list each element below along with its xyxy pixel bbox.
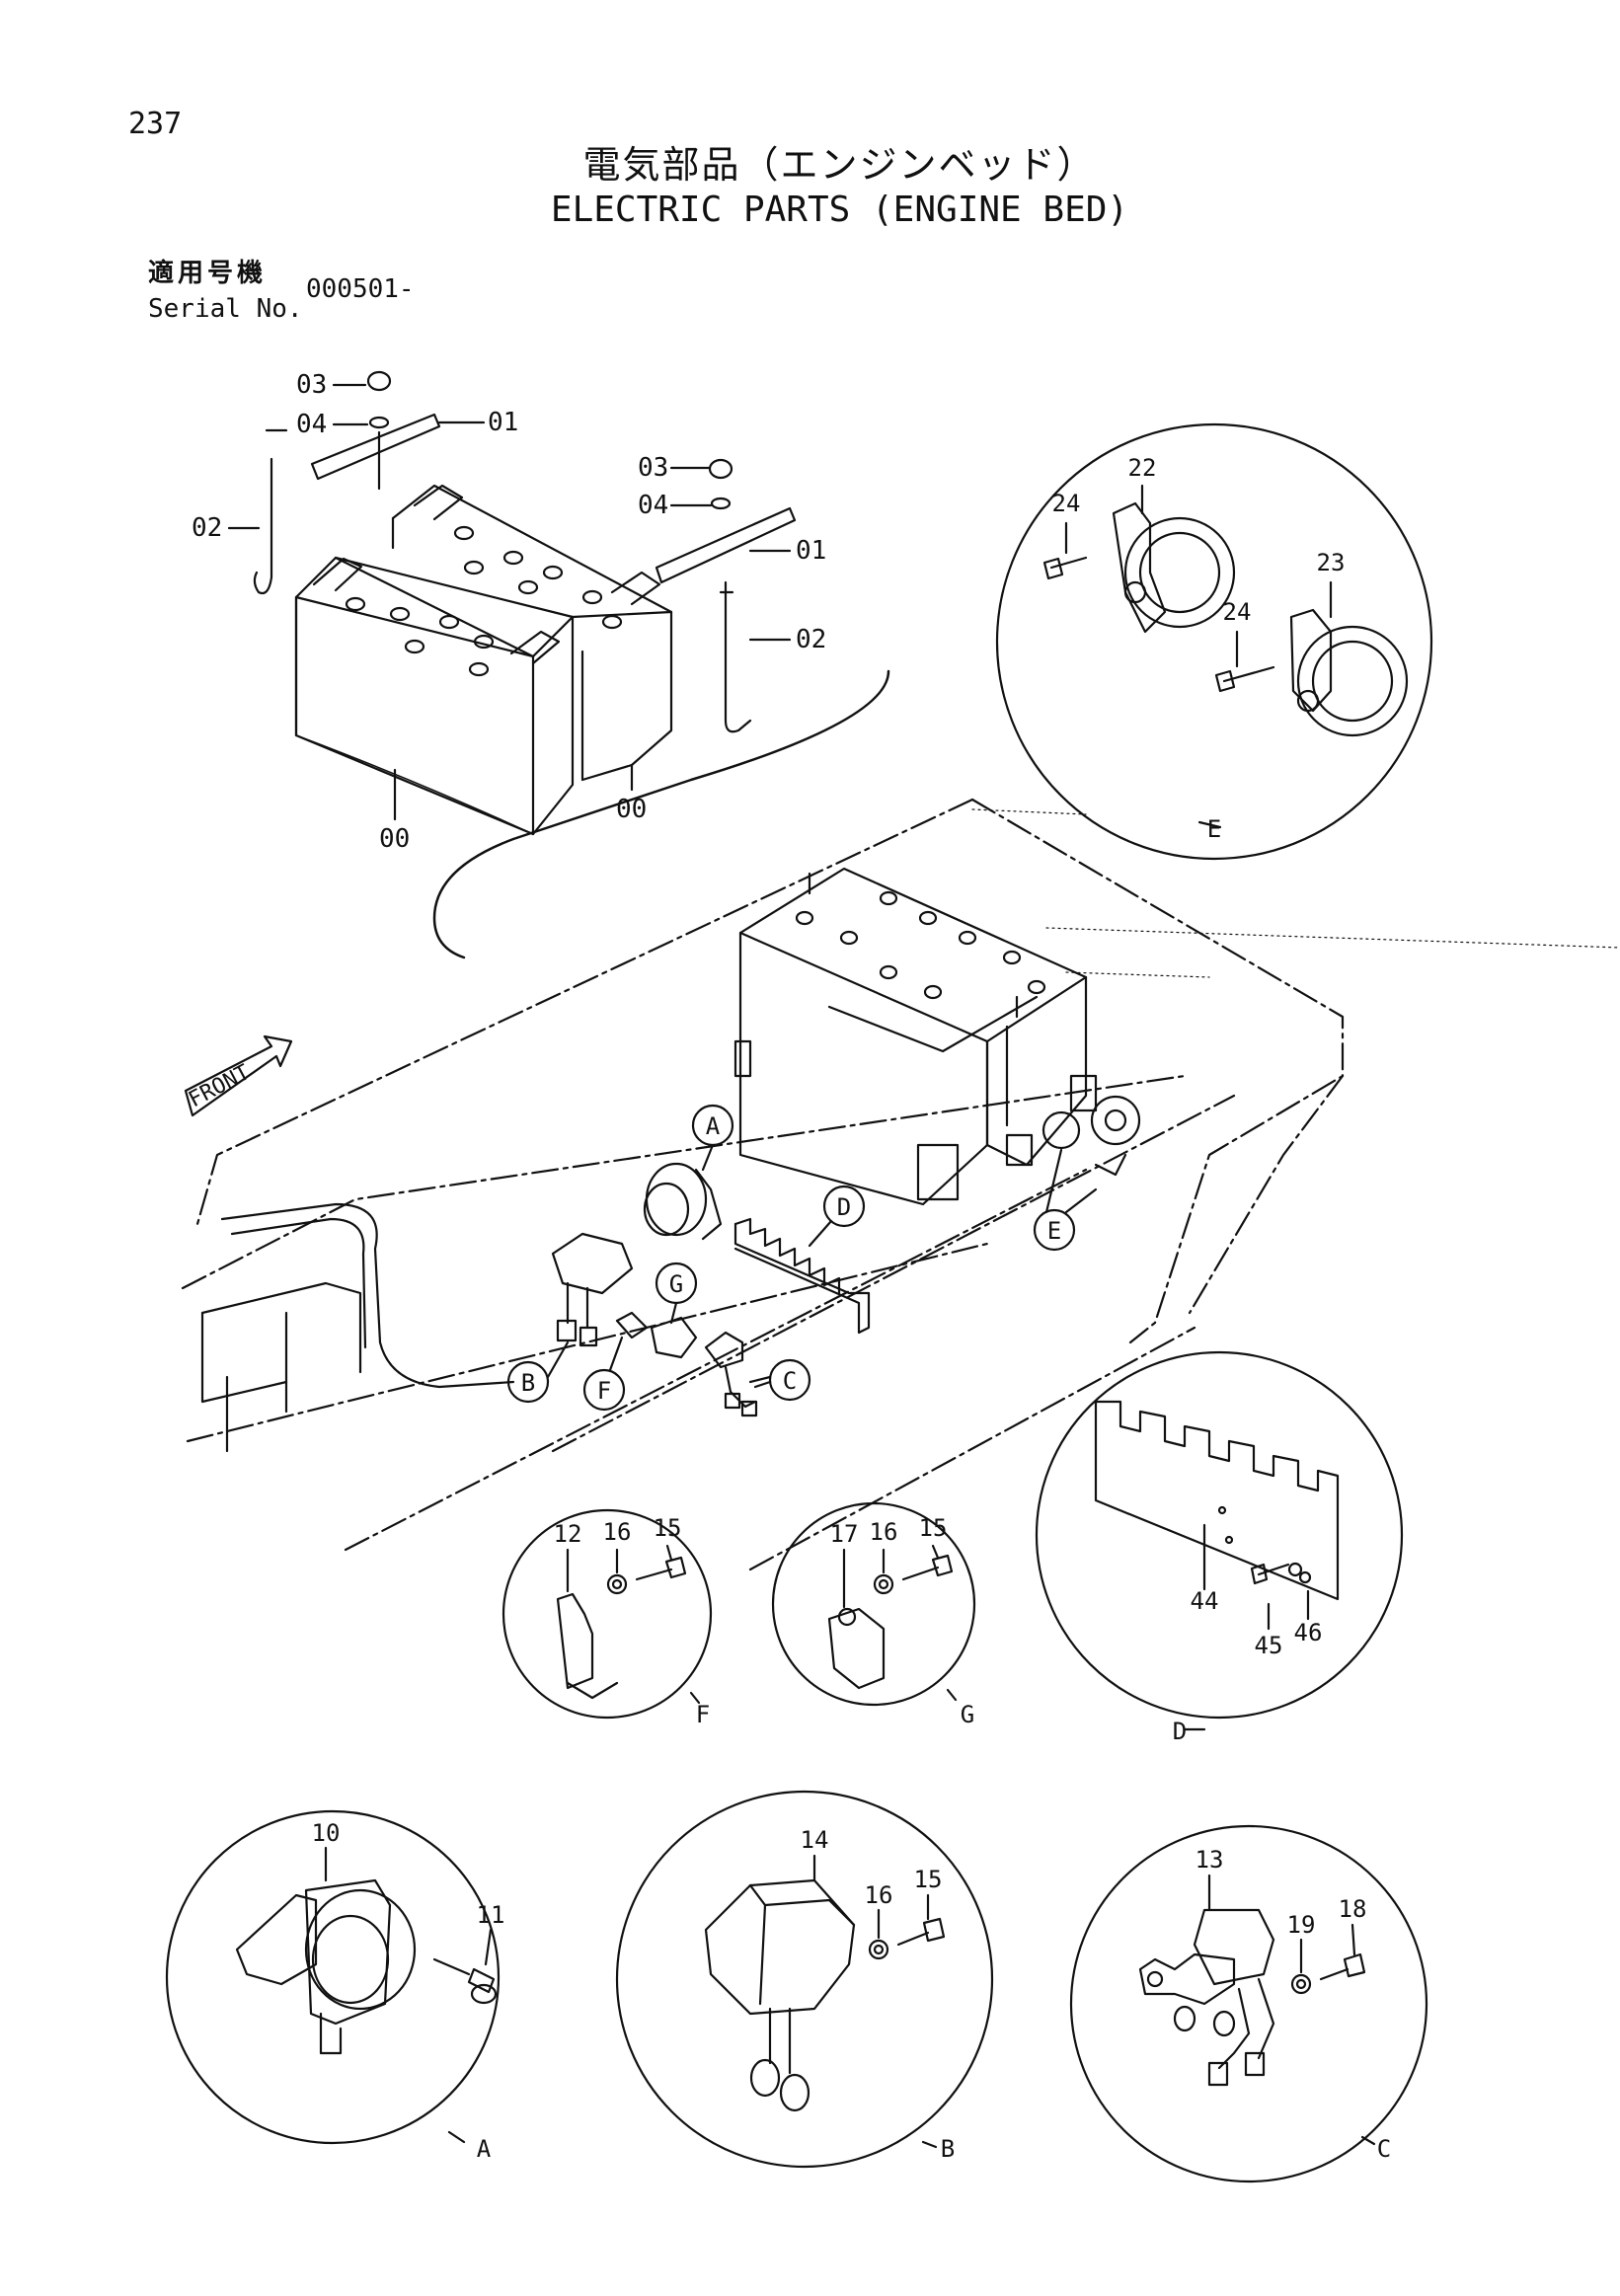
detail-e-labels: 22 23 24 24 E — [1052, 454, 1346, 843]
part-24-b: 24 — [1223, 598, 1252, 626]
marker-a-label: A — [706, 1112, 721, 1140]
component-a — [643, 1162, 723, 1241]
component-b — [551, 1232, 634, 1347]
installed-batteries — [733, 867, 1098, 1206]
callout-01-left: 01 — [488, 408, 518, 437]
callout-02-right: 02 — [796, 625, 826, 654]
part-13: 13 — [1196, 1846, 1224, 1874]
assembly-markers — [506, 1104, 1098, 1412]
part-24-a: 24 — [1052, 490, 1081, 517]
detail-b-labels: 14 16 15 B — [801, 1826, 956, 2163]
detail-g-label: G — [961, 1701, 974, 1728]
callout-00-battery-b: 00 — [616, 795, 647, 824]
detail-e-label: E — [1207, 815, 1221, 843]
battery-callout-labels: 03 04 01 02 03 04 01 02 00 00 — [192, 370, 826, 854]
marker-c — [768, 1358, 811, 1402]
callout-02-left: 02 — [192, 513, 222, 543]
part-44: 44 — [1191, 1587, 1219, 1615]
marker-d — [822, 1185, 866, 1228]
detail-view-d — [1035, 1350, 1404, 1731]
marker-f-label: F — [597, 1377, 611, 1405]
part-12: 12 — [554, 1520, 582, 1548]
detail-a-label: A — [477, 2135, 492, 2163]
part-15-f: 15 — [654, 1514, 682, 1542]
detail-view-e — [995, 422, 1433, 861]
hold-down-left — [253, 370, 441, 595]
marker-b-label: B — [521, 1369, 535, 1397]
detail-b-label: B — [941, 2135, 955, 2163]
part-16-b: 16 — [865, 1881, 893, 1909]
detail-c-label: C — [1377, 2135, 1391, 2163]
callout-03-left: 03 — [296, 370, 327, 400]
part-16-g: 16 — [870, 1518, 898, 1546]
hold-down-right — [655, 458, 797, 733]
detail-view-g — [771, 1501, 976, 1707]
part-15-b: 15 — [914, 1866, 943, 1893]
battery-exploded-view — [227, 370, 890, 959]
page-title-japanese: 電気部品（エンジンベッド） — [582, 143, 1097, 187]
detail-a-labels: 10 11 A — [312, 1819, 505, 2163]
marker-f — [582, 1368, 626, 1412]
serial-label: Serial No. — [148, 294, 303, 324]
battery-left — [294, 556, 575, 836]
installed-horns — [1041, 1095, 1141, 1177]
serial-number-value: 000501- — [306, 274, 415, 304]
detail-f-labels: 12 16 15 F — [554, 1514, 711, 1728]
part-15-g: 15 — [919, 1514, 948, 1542]
detail-d-label: D — [1173, 1718, 1187, 1745]
marker-g-label: G — [669, 1270, 683, 1298]
part-18: 18 — [1339, 1895, 1367, 1923]
detail-view-a — [165, 1809, 501, 2145]
detail-view-c — [1069, 1824, 1428, 2183]
detail-view-b — [615, 1790, 994, 2169]
marker-c-label: C — [783, 1367, 797, 1395]
callout-04-left: 04 — [296, 410, 327, 439]
detail-c-labels: 13 19 18 C — [1196, 1846, 1392, 2163]
assembly-marker-labels: A B C D E F G — [521, 1112, 1061, 1405]
part-45: 45 — [1255, 1632, 1283, 1659]
battery-right — [391, 484, 673, 782]
callout-00-battery-a: 00 — [379, 824, 410, 854]
detail-d-labels: 44 45 46 D — [1173, 1587, 1323, 1745]
marker-d-label: D — [837, 1193, 851, 1221]
part-23: 23 — [1317, 549, 1346, 576]
part-14: 14 — [801, 1826, 829, 1854]
part-11: 11 — [477, 1901, 505, 1929]
front-arrow: FRONT — [184, 1034, 293, 1117]
components-f-g-c — [615, 1311, 772, 1417]
marker-e-label: E — [1047, 1217, 1061, 1245]
part-22: 22 — [1128, 454, 1157, 482]
marker-b — [506, 1360, 550, 1404]
part-16-f: 16 — [603, 1518, 632, 1546]
callout-01-right: 01 — [796, 536, 826, 566]
page-title-english: ELECTRIC PARTS (ENGINE BED) — [550, 190, 1129, 230]
serial-label-japanese: 適用号機 — [148, 259, 268, 288]
front-label: FRONT — [185, 1060, 254, 1112]
part-19: 19 — [1287, 1911, 1316, 1939]
callout-04-right: 04 — [638, 491, 668, 520]
part-10: 10 — [312, 1819, 341, 1847]
engine-bed-assembly: FRONT — [181, 798, 1620, 1571]
part-17: 17 — [830, 1520, 859, 1548]
callout-03-right: 03 — [638, 453, 668, 483]
page-number: 237 — [128, 107, 183, 141]
detail-g-labels: 17 16 15 G — [830, 1514, 975, 1728]
detail-view-f — [501, 1508, 713, 1720]
marker-e — [1033, 1208, 1076, 1252]
detail-f-label: F — [696, 1701, 710, 1728]
component-d — [733, 1217, 871, 1335]
part-46: 46 — [1294, 1619, 1323, 1646]
